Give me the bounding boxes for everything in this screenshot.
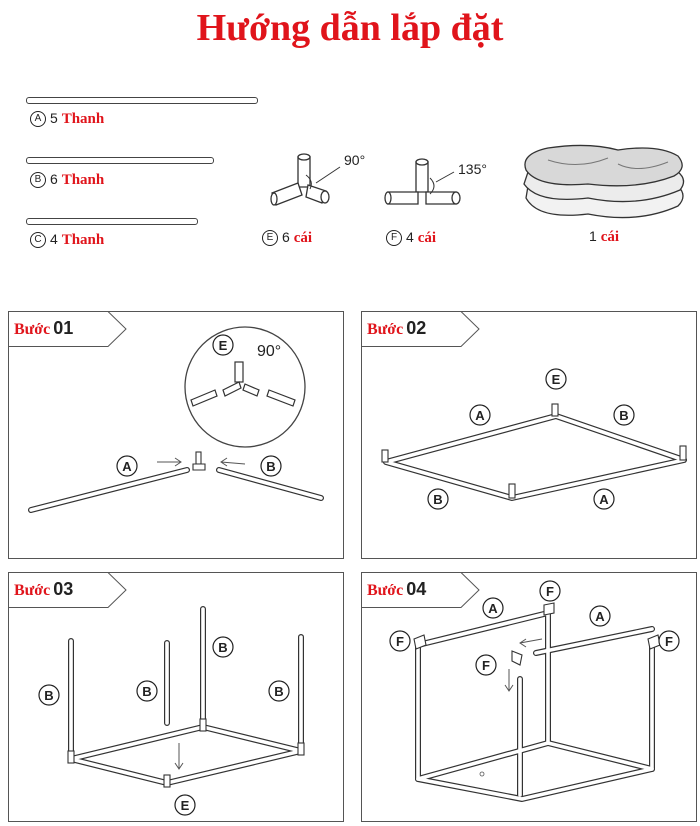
part-b-count: 6 <box>50 171 58 187</box>
connector-e-icon: 90° <box>270 152 365 206</box>
step-03-b2-letter: B <box>142 684 151 699</box>
part-b-unit: Thanh <box>61 172 105 188</box>
page-title: Hướng dẫn lắp đặt <box>196 7 504 49</box>
step-01-right-letter: B <box>266 459 275 474</box>
step-04-number: 04 <box>406 579 427 599</box>
step-02-top-letter: E <box>552 372 561 387</box>
step-04-word: Bước <box>367 582 404 599</box>
bar-a <box>26 97 258 104</box>
cover-label: 1 cái <box>589 228 619 246</box>
step-04-f3-letter: F <box>665 634 673 649</box>
connector-f-icon: 135° <box>384 158 487 205</box>
step-04-f1-letter: F <box>546 584 554 599</box>
step-01-word: Bước <box>14 321 51 338</box>
step-04-a1-letter: A <box>488 601 498 616</box>
bar-b <box>26 157 214 164</box>
step-02-tl-letter: A <box>475 408 485 423</box>
step-01-left-letter: A <box>122 459 132 474</box>
step-03-number: 03 <box>53 579 74 599</box>
connector-e-angle: 90° <box>344 152 365 168</box>
step-04-f2-letter: F <box>396 634 404 649</box>
step-02-word: Bước <box>367 321 404 338</box>
step-02-bl-letter: B <box>433 492 442 507</box>
part-a-letter: A <box>30 111 46 128</box>
part-e-letter: E <box>262 230 278 247</box>
cover-unit: cái <box>600 229 620 245</box>
step-04-f4-letter: F <box>482 658 490 673</box>
cover-count: 1 <box>589 228 597 244</box>
part-a-count: 5 <box>50 110 58 126</box>
part-e-unit: cái <box>293 230 313 246</box>
step-03-word: Bước <box>14 582 51 599</box>
step-04-a2-letter: A <box>595 609 605 624</box>
bar-c <box>26 218 198 225</box>
folded-cover-icon <box>523 144 685 219</box>
step-02-br-letter: A <box>599 492 609 507</box>
part-f-unit: cái <box>417 230 437 246</box>
step-03-b4-letter: B <box>274 684 283 699</box>
part-f-letter: F <box>386 230 402 247</box>
step-01-number: 01 <box>53 318 74 338</box>
step-02-number: 02 <box>406 318 427 338</box>
step-01-zoom-letter: E <box>219 338 228 353</box>
part-c-unit: Thanh <box>61 232 105 248</box>
part-b-letter: B <box>30 172 46 189</box>
part-f-count: 4 <box>406 229 414 245</box>
step-02-diagram: E A B B A <box>381 368 687 510</box>
step-01-zoom-angle: 90° <box>257 343 281 360</box>
part-c-count: 4 <box>50 231 58 247</box>
step-02-tr-letter: B <box>619 408 628 423</box>
part-e-count: 6 <box>282 229 290 245</box>
step-03-e-letter: E <box>181 798 190 813</box>
step-03-diagram: B B B B E <box>38 606 305 816</box>
step-04-diagram: A F A F F F <box>389 580 680 802</box>
part-a-unit: Thanh <box>61 111 105 127</box>
step-01-diagram: E 90° A B <box>28 326 324 513</box>
step-03-b3-letter: B <box>218 640 227 655</box>
step-03-b1-letter: B <box>44 688 53 703</box>
connector-f-angle: 135° <box>458 161 487 177</box>
part-c-letter: C <box>30 232 46 249</box>
